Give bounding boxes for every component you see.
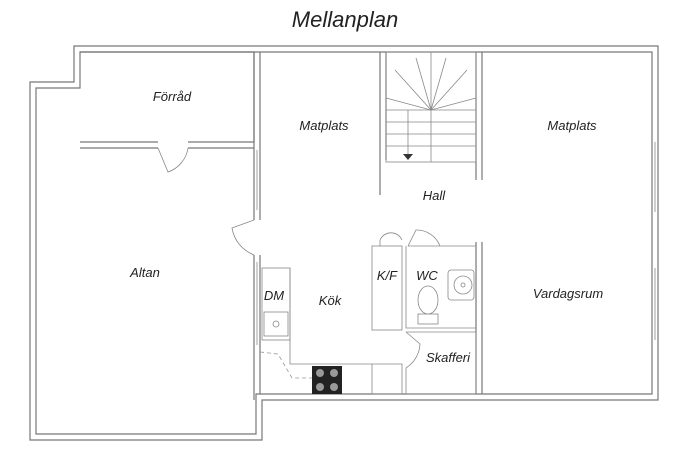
room-labels: Förråd Matplats Matplats Hall Altan K/F … bbox=[129, 89, 603, 365]
kitchen-fixtures bbox=[259, 267, 403, 395]
stove-icon bbox=[312, 366, 342, 394]
room-label-matplats-right: Matplats bbox=[547, 118, 597, 133]
room-label-dm: DM bbox=[264, 288, 284, 303]
room-label-skafferi: Skafferi bbox=[426, 350, 471, 365]
room-label-wc: WC bbox=[416, 268, 438, 283]
sink-icon bbox=[263, 311, 289, 337]
room-label-hall: Hall bbox=[423, 188, 447, 203]
room-label-forrad: Förråd bbox=[153, 89, 192, 104]
room-label-kok: Kök bbox=[319, 293, 343, 308]
room-label-kf: K/F bbox=[377, 268, 398, 283]
staircase bbox=[385, 51, 477, 163]
room-label-matplats-left: Matplats bbox=[299, 118, 349, 133]
doors bbox=[157, 147, 441, 369]
interior-walls bbox=[80, 51, 656, 400]
wc-fixtures bbox=[417, 269, 475, 325]
toilet-icon bbox=[417, 285, 439, 315]
outer-walls bbox=[29, 45, 659, 441]
plan-title: Mellanplan bbox=[292, 7, 398, 32]
stair-arrow-icon bbox=[403, 154, 413, 160]
room-label-altan: Altan bbox=[129, 265, 160, 280]
room-label-vardagsrum: Vardagsrum bbox=[533, 286, 603, 301]
toilet-tank-icon bbox=[417, 313, 439, 325]
